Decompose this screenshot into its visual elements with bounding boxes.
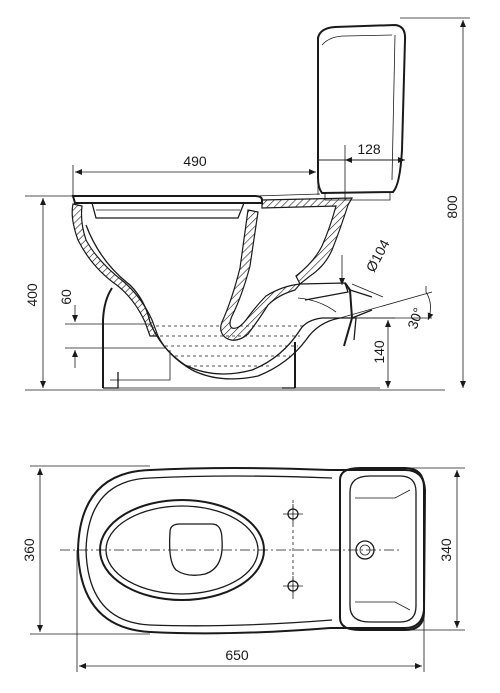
bowl-inner-outline xyxy=(85,224,151,323)
bowl-outline-top xyxy=(76,467,427,635)
label-140: 140 xyxy=(371,340,387,364)
label-400: 400 xyxy=(24,283,40,307)
bowl-trap-wall xyxy=(220,209,302,341)
dim-total-height: 800 xyxy=(400,17,470,388)
label-360: 360 xyxy=(21,538,37,562)
label-30-deg: 30° xyxy=(404,306,426,331)
side-view: 490 128 800 400 60 xyxy=(24,17,470,391)
dim-tank-offset: 128 xyxy=(318,141,405,200)
dim-total-length: 650 xyxy=(76,550,425,672)
bowl-front-wall xyxy=(71,203,159,337)
mounting-holes xyxy=(283,500,303,600)
outlet-pipe xyxy=(297,282,373,347)
label-800: 800 xyxy=(444,195,460,219)
pedestal xyxy=(102,287,380,389)
dim-bowl-width: 360 xyxy=(21,465,150,635)
dim-outlet-angle: 30° xyxy=(339,286,434,331)
dim-water-depth: 60 xyxy=(58,289,165,368)
back-wall-section xyxy=(261,197,354,285)
dim-outlet-height: 140 xyxy=(352,317,395,388)
dim-bowl-length: 490 xyxy=(72,153,319,196)
water-trap xyxy=(110,317,340,381)
dim-seat-height: 400 xyxy=(24,195,73,388)
top-view: 360 340 650 xyxy=(21,465,465,672)
label-60: 60 xyxy=(58,289,74,305)
dim-tank-width: 340 xyxy=(405,467,465,631)
label-128: 128 xyxy=(357,141,381,157)
label-650: 650 xyxy=(225,647,249,663)
label-490: 490 xyxy=(183,153,207,169)
label-diameter-104: Ø104 xyxy=(362,237,392,275)
label-340: 340 xyxy=(438,538,454,562)
cistern-side xyxy=(317,23,407,201)
bowl-opening xyxy=(168,523,223,576)
cistern-top xyxy=(339,467,425,631)
